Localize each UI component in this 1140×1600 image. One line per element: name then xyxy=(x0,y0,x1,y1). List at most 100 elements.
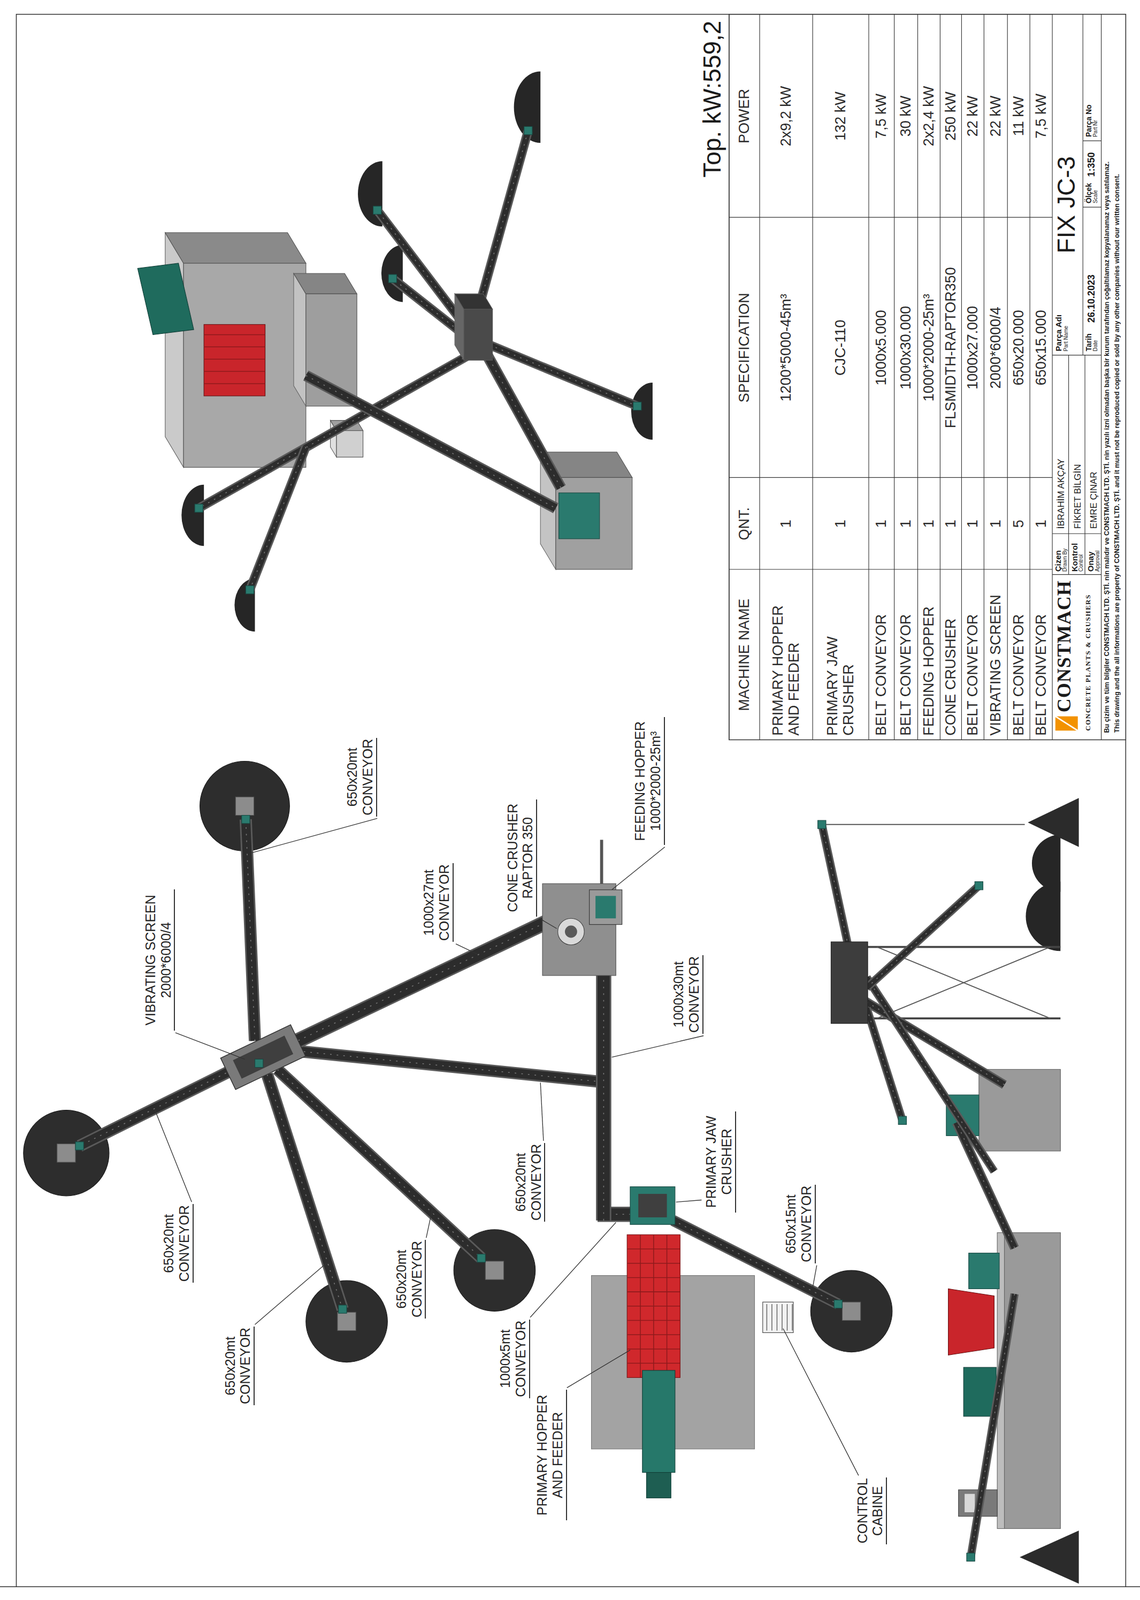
conveyor-head xyxy=(817,820,826,829)
hopper-3d xyxy=(203,324,265,396)
stockpile xyxy=(810,1269,892,1352)
disclaimer-text: Bu çizim ve tüm bilgiler CONSTMACH LTD. … xyxy=(1103,16,1111,733)
table-cell: 7,5 kW xyxy=(868,14,895,218)
table-cell: 650x20.000 xyxy=(1007,217,1031,478)
conveyor-belt xyxy=(266,1074,343,1310)
callout-label: 650x15mt CONVEYOR xyxy=(783,1184,816,1264)
conveyor-head xyxy=(373,205,382,214)
conveyor-frame xyxy=(377,210,464,325)
pile-support xyxy=(235,796,254,815)
title-block-text: Parça Adı xyxy=(1054,314,1063,352)
access-stair xyxy=(600,839,604,884)
concrete-block-3d-top xyxy=(293,273,306,407)
table-cell: 22 kW xyxy=(961,14,985,218)
table-rule xyxy=(729,739,1053,740)
table-cell: PRIMARY HOPPER AND FEEDER xyxy=(759,569,813,740)
hopper-grid xyxy=(203,383,265,385)
callout-label: PRIMARY HOPPER AND FEEDER xyxy=(534,1389,568,1520)
title-block-text: Kontrol xyxy=(1070,542,1079,572)
conveyor-belt xyxy=(277,1048,600,1082)
table-cell: BELT CONVEYOR xyxy=(894,569,918,740)
title-block-text: Tarih xyxy=(1084,333,1093,351)
table-cell: 1 xyxy=(961,477,985,570)
title-block-text: Scale xyxy=(1092,189,1099,204)
primary-hopper xyxy=(626,1234,680,1377)
table-rule xyxy=(893,14,895,740)
table-cell: VIBRATING SCREEN xyxy=(984,569,1008,740)
callout-label: PRIMARY JAW CRUSHER xyxy=(703,1111,737,1213)
table-cell: 2x2,4 kW xyxy=(917,14,941,218)
leader-line xyxy=(611,846,665,890)
table-cell: MACHINE NAME xyxy=(729,569,760,740)
table-cell: PRIMARY JAW CRUSHER xyxy=(812,569,869,740)
table-cell: 1 xyxy=(984,477,1008,570)
conveyor-belt xyxy=(277,1068,481,1258)
concrete-block-3d xyxy=(183,263,306,468)
tower-leg xyxy=(867,945,1061,948)
title-block-text: Part Name xyxy=(1063,325,1069,352)
leader-line xyxy=(455,943,478,954)
stockpile xyxy=(23,1110,110,1196)
cabine-stripe xyxy=(766,1303,768,1331)
conveyor-truss xyxy=(377,210,464,325)
cabine-stripe xyxy=(781,1303,783,1331)
title-block-text: Parça No xyxy=(1084,104,1093,137)
leader-line xyxy=(539,917,557,929)
table-rule xyxy=(939,14,941,740)
callout-label: 650x20mt CONVEYOR xyxy=(222,1326,256,1405)
conveyor-frame xyxy=(277,1048,600,1082)
leader-line xyxy=(155,1110,193,1203)
leader-line xyxy=(530,1221,616,1317)
jaw-crusher-inlet xyxy=(638,1193,667,1218)
truck-trailer xyxy=(642,1370,676,1473)
title-block-text: Approval xyxy=(1095,550,1101,572)
title-block-text: Drawn By xyxy=(1062,548,1068,572)
leader-line xyxy=(783,1328,859,1476)
table-cell: 650x15.000 xyxy=(1030,217,1053,478)
conveyor-head xyxy=(524,126,533,135)
cone-crusher-core xyxy=(564,925,578,938)
conveyor-truss xyxy=(199,355,470,509)
hopper-grid xyxy=(203,370,265,372)
conveyor-truss xyxy=(392,278,464,335)
hopper-grid xyxy=(639,1234,641,1377)
table-rule xyxy=(1084,355,1085,575)
table-cell: CJC-110 xyxy=(812,217,869,478)
conveyor-truss xyxy=(484,349,561,488)
conveyor-frame xyxy=(821,824,849,947)
conveyor-truss xyxy=(866,977,994,1172)
conveyor-truss xyxy=(249,446,306,590)
disclaimer-text: This drawing and the all informations ar… xyxy=(1113,16,1121,733)
title-block-text: FIX JC-3 xyxy=(1053,156,1079,254)
table-cell: 1 xyxy=(1030,477,1053,570)
conveyor-belt xyxy=(866,885,979,988)
conveyor-truss xyxy=(821,824,849,947)
conveyor-truss xyxy=(277,1068,481,1258)
title-block-text: İBRAHİM AKÇAY xyxy=(1056,458,1066,529)
callout-label: 1000x5mt CONVEYOR xyxy=(497,1319,531,1398)
table-cell: 1 xyxy=(759,477,813,570)
table-cell: BELT CONVEYOR xyxy=(1030,569,1053,740)
title-block-text: Control xyxy=(1078,554,1084,572)
callout-label: 650x20mt CONVEYOR xyxy=(161,1203,194,1283)
conveyor-head xyxy=(966,1552,975,1561)
conveyor-belt xyxy=(970,1293,1015,1557)
leader-line xyxy=(611,1035,705,1057)
hopper-grid xyxy=(653,1234,655,1377)
conveyor-frame xyxy=(277,1068,481,1258)
title-block-text: 1:350 xyxy=(1086,151,1097,177)
conveyor-head xyxy=(633,401,642,410)
table-rule xyxy=(729,568,1053,570)
title-block-text: Date xyxy=(1092,339,1099,351)
table-cell: 1 xyxy=(940,477,962,570)
table-cell: FLSMIDTH-RAPTOR350 xyxy=(940,217,962,478)
conveyor-head xyxy=(194,503,203,512)
conveyor-head xyxy=(388,274,397,283)
conveyor-frame xyxy=(484,349,561,488)
hopper-grid xyxy=(203,334,265,336)
table-rule xyxy=(868,14,869,740)
title-block-text: Ölçek xyxy=(1084,182,1093,204)
title-block-text: EMRE ÇINAR xyxy=(1089,471,1099,529)
stockpile xyxy=(631,382,653,440)
